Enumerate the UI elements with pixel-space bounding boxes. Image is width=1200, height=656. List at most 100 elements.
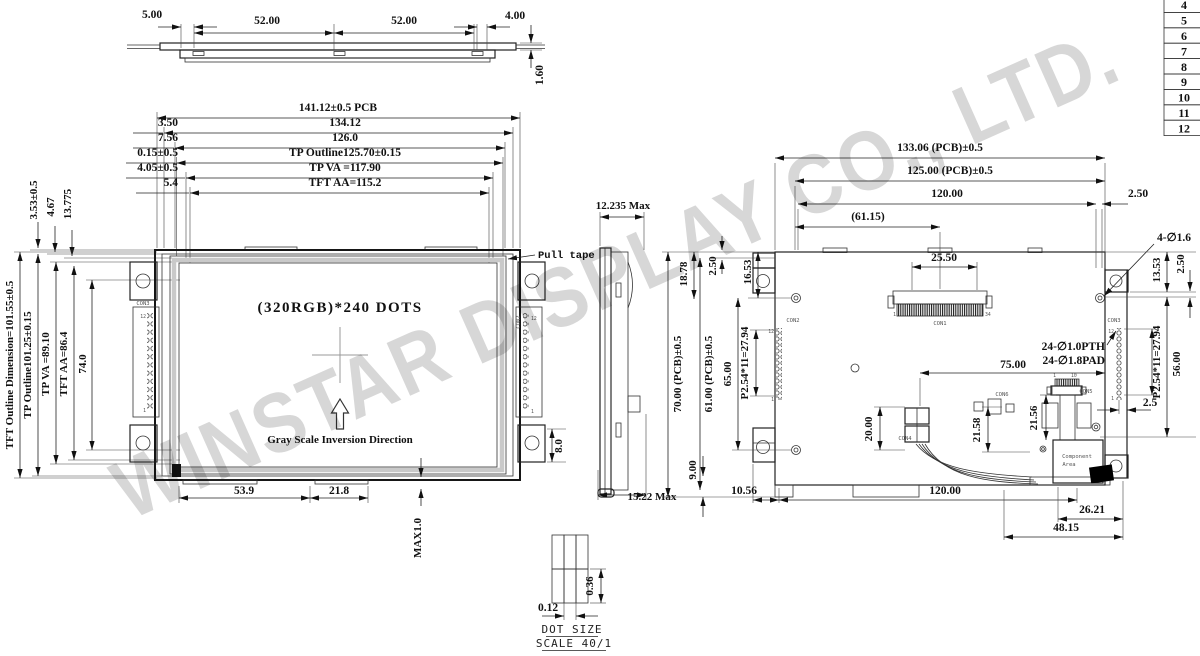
screen-resolution-text: (320RGB)*240 DOTS [257,300,422,316]
dim-120-00-bottom: 120.00 [929,485,961,497]
dim-21-58: 21.58 [971,417,983,442]
offset-3-53: 3.53±0.5 [28,180,40,220]
dot-size-detail: 0.36 0.12 DOT SIZE SCALE 40/1 [536,534,612,651]
pin1-label: 1 [1111,396,1114,402]
table-row: 6 [1181,29,1187,43]
dim-25-50: 25.50 [931,252,957,264]
back-view-bottom-dims: 10.56 120.00 26.21 48.15 [731,464,1124,540]
pin12-label: 12 [1108,329,1114,335]
pull-tape-label: Pull tape [538,250,595,262]
con3-pins-front [147,312,153,411]
dim-0-12: 0.12 [538,602,558,614]
black-component [1088,464,1114,484]
pin1-label: 1 [143,408,146,414]
offset-3-50: 3.50 [158,117,178,129]
pin1-label: 1 [771,397,774,403]
back-view-top-dims: 133.06 (PCB)±0.5 125.00 (PCB)±0.5 120.00… [774,142,1191,297]
dim-4: 4.00 [505,10,525,22]
pad-callout: 24-∅1.8PAD [1042,355,1105,367]
dim-125-00: 125.00 (PCB)±0.5 [907,165,993,177]
dim-0-36: 0.36 [584,576,596,596]
dim-tp-outline-h: TP Outline101.25±0.15 [22,311,34,419]
dim-120-00-top: 120.00 [931,188,963,200]
table-row: 12 [1178,121,1190,135]
table-row: 11 [1178,106,1189,120]
offset-5-4: 5.4 [164,177,179,189]
dim-pitch-right: P2.54*11=27.94 [1151,325,1163,398]
component-area-line2: Area [1062,462,1075,468]
top-edge-view: 5.00 52.00 52.00 4.00 1.60 [127,9,546,85]
gray-scale-text: Gray Scale Inversion Direction [267,434,413,446]
dim-133-06: 133.06 (PCB)±0.5 [897,142,983,154]
con2-label-back: CON2 [786,318,799,324]
con3-label-front: CON3 [136,301,149,307]
table-row: 10 [1178,91,1190,105]
back-view-left-dims: 18.78 2.50 16.53 70.00 (PCB)±0.5 61.00 (… [662,236,793,517]
component-area-line1: Component [1062,454,1092,460]
con1-pin1: 1 [893,312,896,318]
dim-52b: 52.00 [391,15,417,27]
dim-48-15: 48.15 [1053,522,1079,534]
dim-18-78: 18.78 [678,261,690,286]
dot-size-scale: SCALE 40/1 [536,637,612,650]
dim-8-0: 8.0 [553,439,565,453]
dim-65-00: 65.00 [722,361,734,386]
pin12-label: 12 [531,316,537,322]
dim-16-53: 16.53 [742,259,754,284]
con5-label: CON5 [1079,389,1092,395]
dim-20-00: 20.00 [863,416,875,441]
dim-pcb-width: 141.12±0.5 PCB [299,102,378,114]
front-view: CON3 12 1 CON2 12 1 (320RGB)*240 DOTS Gr… [129,246,595,558]
offset-4-67: 4.67 [45,197,57,217]
dim-75-00: 75.00 [1000,359,1026,371]
dim-21-8: 21.8 [329,485,349,497]
con6-label: CON6 [995,392,1008,398]
dim-70-00: 70.00 (PCB)±0.5 [672,335,684,412]
con5-pin1: 1 [1053,373,1056,379]
table-row: 8 [1181,60,1187,74]
dot-size-title: DOT SIZE [542,623,603,636]
offset-0-15: 0.15±0.5 [137,147,178,159]
pth-callout: 24-∅1.0PTH [1042,341,1105,353]
dim-52a: 52.00 [254,15,280,27]
dim-tft-aa-w: TFT AA=115.2 [309,177,382,189]
con1-pin-comb [896,303,984,317]
dim-26-21: 26.21 [1079,504,1105,516]
offset-13-775: 13.775 [62,188,74,219]
dim-tp-va-w: TP VA =117.90 [309,162,381,174]
dim-max1-0: MAX1.0 [412,517,424,558]
dim-tft-aa-h: TFT AA=86.4 [58,331,70,396]
black-tab [172,464,181,477]
con4-label: CON4 [898,436,912,442]
pin12-label: 12 [140,314,146,320]
offset-4-05: 4.05±0.5 [137,162,178,174]
dim-pitch-left: P2.54*11=27.94 [739,326,751,399]
con5-pin10: 10 [1071,373,1077,379]
dim-tp-va-h: TP VA =89.10 [40,332,52,396]
dim-tp-outline-w: TP Outline125.70±0.15 [289,147,401,159]
dim-2-50-right: 2.50 [1175,254,1187,274]
dim-134: 134.12 [329,117,361,129]
dim-10-56: 10.56 [731,485,757,497]
dim-5: 5.00 [142,9,162,21]
dim-15-22-max: 15.22 Max [628,491,677,503]
dim-21-56: 21.56 [1028,405,1040,430]
dim-61-15: (61.15) [851,211,885,223]
con3-label-back: CON3 [1107,318,1120,324]
dim-2-50-top: 2.50 [1128,188,1148,200]
table-row: 7 [1181,44,1187,58]
front-view-top-dims: 141.12±0.5 PCB 134.12 126.0 TP Outline12… [126,102,521,263]
table-row: 4 [1181,0,1187,12]
con2-pins-back [776,328,782,400]
dim-56-00: 56.00 [1171,351,1183,376]
dim-61-00: 61.00 (PCB)±0.5 [703,335,715,412]
con1-label: CON1 [933,321,946,327]
con2-label-front: CON2 [516,315,522,328]
front-view-topleft-offsets: 3.53±0.5 4.67 13.775 [28,180,172,259]
dim-4-holes: 4-∅1.6 [1157,232,1191,244]
offset-7-56: 7.56 [158,132,178,144]
back-view-right-dims: 13.53 2.50 56.00 P2.54*11=27.94 24-∅1.0P… [863,251,1196,453]
dim-126: 126.0 [332,132,358,144]
con1-pin34: 34 [985,312,991,318]
